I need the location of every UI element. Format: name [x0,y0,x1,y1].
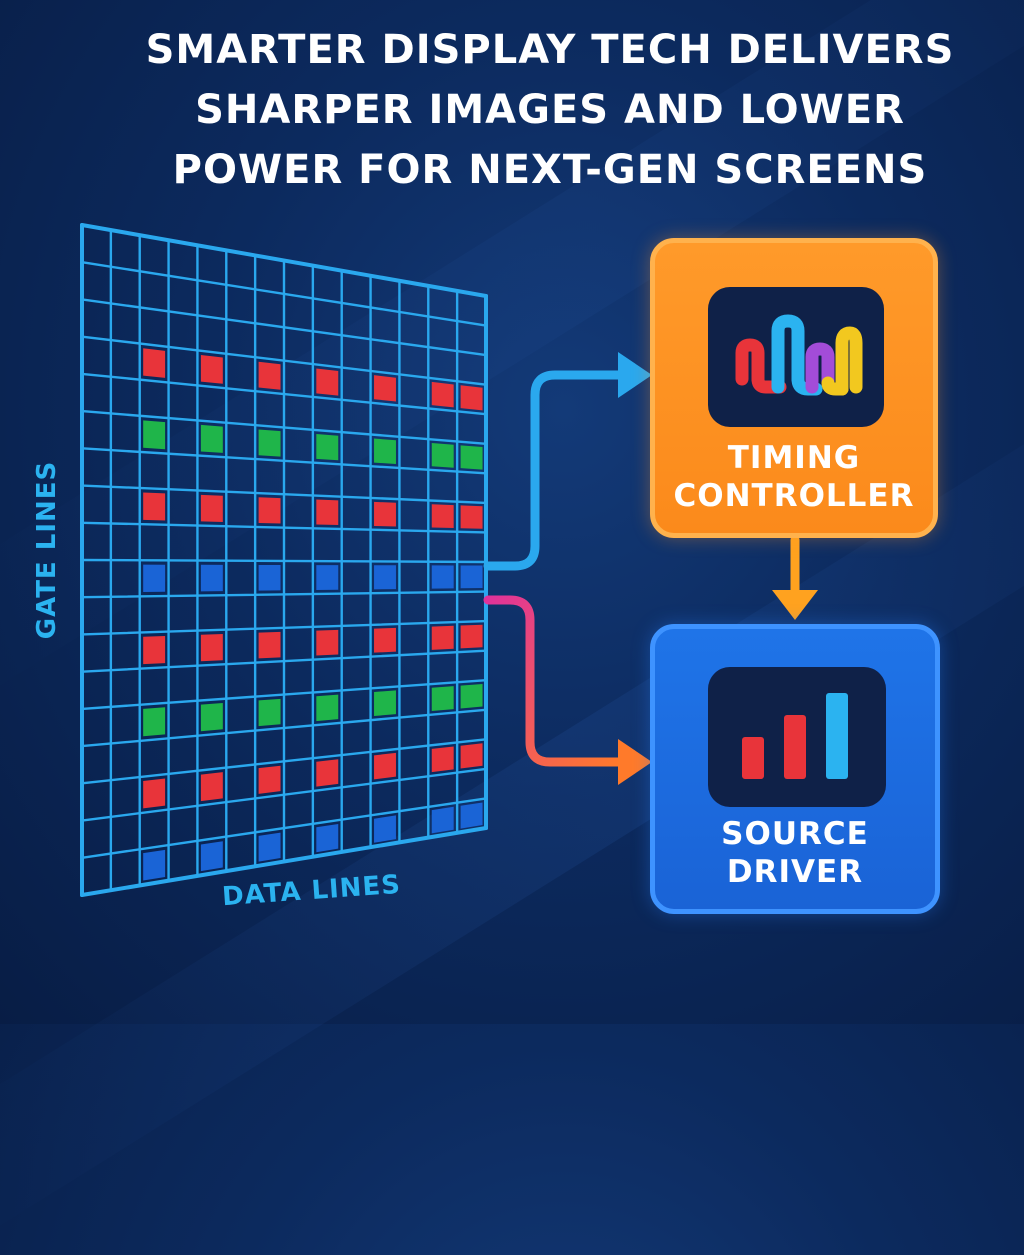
subpixel-blue [200,564,223,592]
subpixel-green [200,703,223,732]
bar-chart-bar [826,693,848,779]
subpixel-green [143,420,166,450]
timing-controller-icon-screen [708,287,884,427]
subpixel-red [200,633,223,662]
subpixel-red [460,505,483,529]
timing-controller-block: TIMING CONTROLLER [650,238,938,538]
subpixel-green [316,433,339,461]
subpixel-red [258,361,281,390]
subpixel-blue [460,802,483,829]
subpixel-blue [431,565,454,589]
subpixel-blue [374,565,396,590]
subpixel-red [431,746,454,773]
subpixel-green [258,429,281,457]
source-driver-label: SOURCE DRIVER [655,815,935,891]
source-driver-block: SOURCE DRIVER [650,624,940,914]
subpixel-blue [200,841,223,872]
subpixel-red [143,492,166,521]
subpixel-red [374,375,396,402]
subpixel-red [143,348,166,378]
headline-line-2: SHARPER IMAGES AND LOWER [195,87,905,133]
subpixel-red [431,504,454,529]
timing-controller-label-line-1: TIMING [727,440,861,476]
headline-line-1: SMARTER DISPLAY TECH DELIVERS [145,27,955,73]
timing-controller-label: TIMING CONTROLLER [655,439,933,515]
subpixel-blue [143,564,166,593]
subpixel-red [143,778,166,809]
subpixel-green [258,698,281,727]
subpixel-blue [316,824,339,853]
subpixel-red [460,624,483,649]
headline: SMARTER DISPLAY TECH DELIVERS SHARPER IM… [100,20,1000,200]
subpixel-red [316,629,339,656]
multicolor-waveform-icon [735,314,863,396]
subpixel-green [316,694,339,722]
subpixel-blue [374,815,396,843]
subpixel-red [143,635,166,665]
pixel-grid [80,223,488,897]
subpixel-red [460,743,483,769]
subpixel-green [143,707,166,737]
subpixel-blue [431,806,454,834]
subpixel-red [431,381,454,408]
subpixel-blue [316,565,339,591]
subpixel-red [258,497,281,524]
subpixel-red [460,385,483,411]
subpixel-green [460,684,483,709]
subpixel-red [374,501,396,527]
source-driver-label-line-2: DRIVER [726,854,864,890]
subpixel-red [374,627,396,653]
subpixel-blue [258,832,281,862]
subpixel-green [374,438,396,465]
subpixel-red [200,494,223,523]
subpixel-red [316,759,339,787]
subpixel-red [258,631,281,659]
subpixel-red [374,752,396,780]
subpixel-blue [460,565,483,589]
subpixel-green [431,686,454,711]
subpixel-red [316,499,339,526]
subpixel-red [316,368,339,396]
bar-chart-bar [742,737,764,779]
subpixel-red [258,765,281,794]
subpixel-blue [258,564,281,591]
subpixel-red [200,354,223,384]
subpixel-red [431,625,454,650]
source-driver-icon-screen [708,667,886,807]
timing-controller-label-line-2: CONTROLLER [673,478,915,514]
bar-chart-icon [742,693,848,779]
source-driver-label-line-1: SOURCE [721,816,869,852]
subpixel-green [374,690,396,717]
bar-chart-bar [784,715,806,779]
subpixel-green [431,443,454,468]
subpixel-red [200,772,223,802]
headline-line-3: POWER FOR NEXT-GEN SCREENS [172,147,928,193]
subpixel-green [200,424,223,453]
subpixel-blue [143,849,166,881]
subpixel-green [460,445,483,470]
gate-lines-label: GATE LINES [32,460,62,640]
